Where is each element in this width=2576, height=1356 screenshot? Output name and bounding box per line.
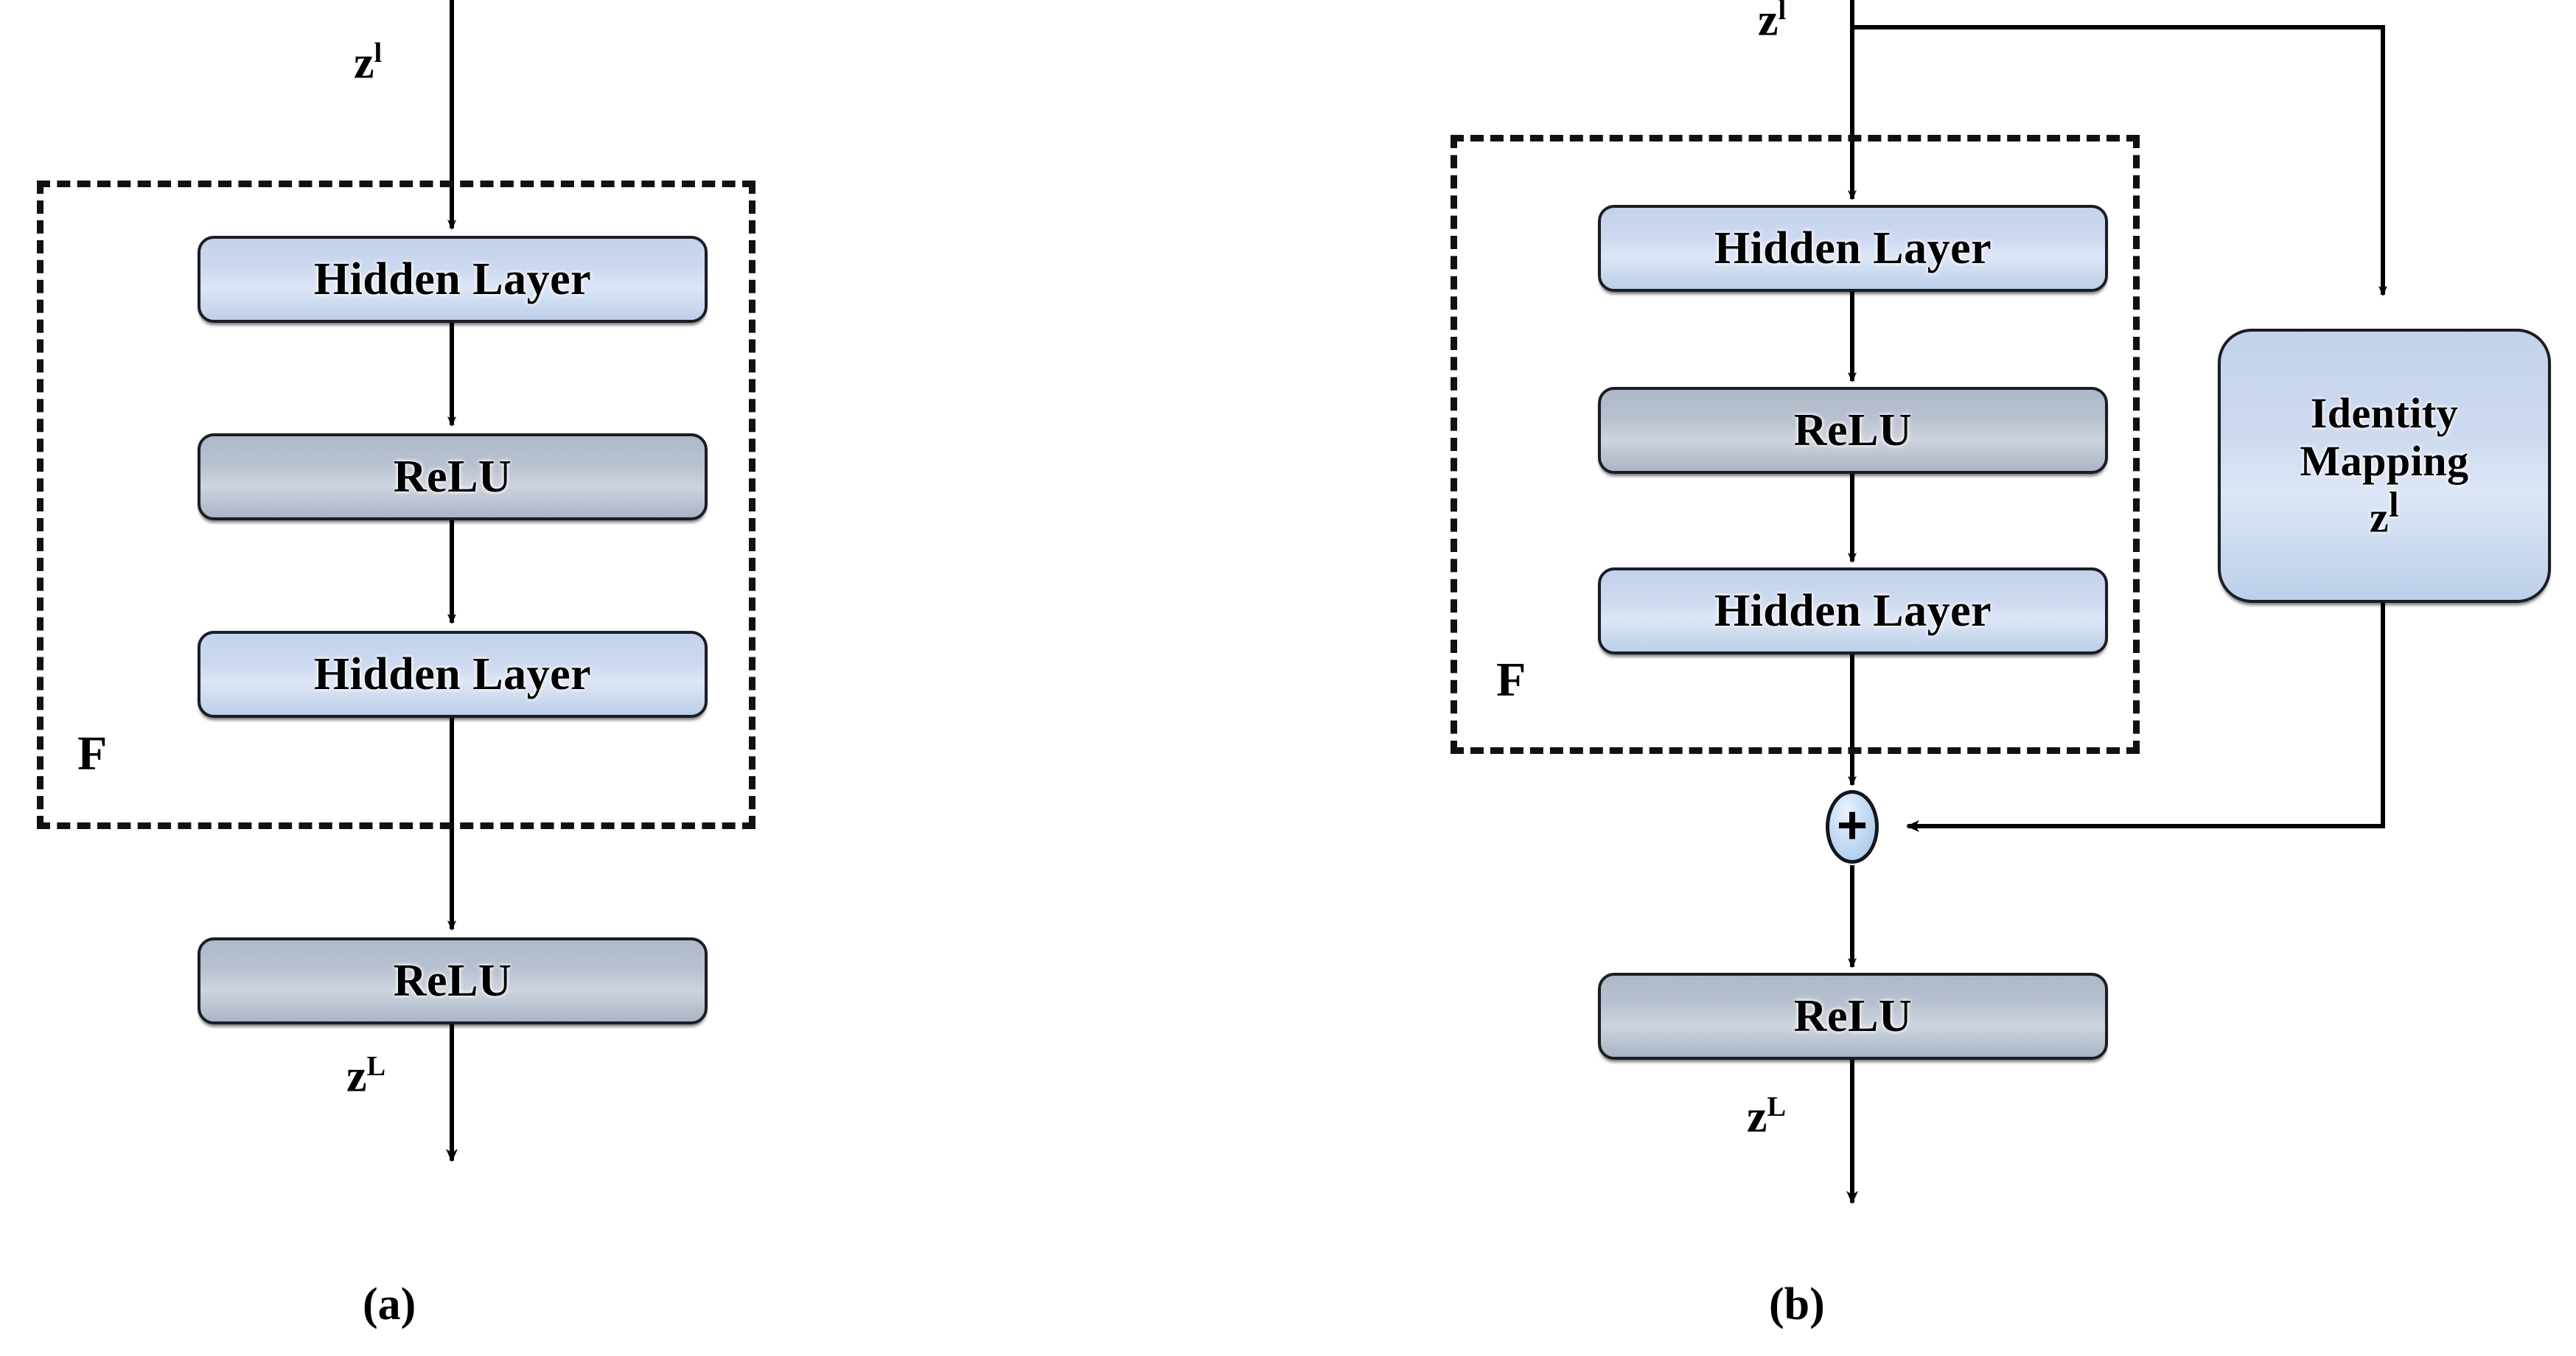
- panel-a-node-hidden-layer-2[interactable]: Hidden Layer: [198, 631, 708, 718]
- panel-b-residual-group-box: [1451, 135, 2140, 754]
- panel-b-output-label-base: z: [1747, 1091, 1767, 1142]
- panel-a-node-relu-2-label: ReLU: [393, 955, 512, 1006]
- panel-b-identity-mapping-box[interactable]: Identity Mapping zl: [2218, 329, 2551, 603]
- panel-b-output-label-sup: L: [1767, 1091, 1787, 1122]
- panel-a-node-hidden-layer-1[interactable]: Hidden Layer: [198, 236, 708, 323]
- panel-a-input-label: zl: [354, 37, 382, 90]
- panel-a-output-label: zL: [346, 1050, 385, 1103]
- panel-b-addition-junction[interactable]: +: [1826, 790, 1879, 864]
- panel-a-input-label-sup: l: [374, 38, 383, 69]
- identity-mapping-line-2: Mapping: [2300, 437, 2469, 486]
- panel-a-caption: (a): [363, 1279, 416, 1329]
- panel-b-input-label: zl: [1758, 0, 1786, 47]
- panel-b-caption: (b): [1769, 1279, 1825, 1329]
- panel-b-node-hidden-layer-1[interactable]: Hidden Layer: [1598, 205, 2108, 292]
- panel-a-node-hidden-layer-2-label: Hidden Layer: [313, 649, 592, 699]
- panel-a-output-label-base: z: [346, 1051, 367, 1102]
- panel-a-node-relu-2[interactable]: ReLU: [198, 937, 708, 1024]
- identity-mapping-line-1: Identity: [2310, 389, 2459, 438]
- panel-a-input-label-base: z: [354, 38, 374, 88]
- panel-a-group-label: F: [77, 727, 108, 780]
- identity-mapping-line-3-base: z: [2369, 492, 2390, 541]
- panel-a-residual-group-box: [37, 181, 755, 829]
- identity-mapping-line-3-sup: l: [2389, 485, 2400, 525]
- panel-a-node-relu-1-label: ReLU: [393, 451, 512, 502]
- panel-b-node-hidden-layer-1-label: Hidden Layer: [1714, 223, 1992, 273]
- panel-b-input-label-sup: l: [1778, 0, 1787, 26]
- panel-a-node-relu-1[interactable]: ReLU: [198, 433, 708, 520]
- panel-b-node-hidden-layer-2[interactable]: Hidden Layer: [1598, 567, 2108, 654]
- panel-b-input-label-base: z: [1758, 0, 1779, 46]
- panel-b-node-relu-2[interactable]: ReLU: [1598, 973, 2108, 1060]
- identity-mapping-line-3: zl: [2370, 486, 2399, 541]
- panel-b-node-hidden-layer-2-label: Hidden Layer: [1714, 585, 1992, 636]
- panel-a-output-label-sup: L: [366, 1051, 386, 1082]
- panel-b-node-relu-1[interactable]: ReLU: [1598, 387, 2108, 474]
- panel-a-node-hidden-layer-1-label: Hidden Layer: [313, 254, 592, 304]
- panel-b-node-relu-1-label: ReLU: [1793, 405, 1913, 455]
- panel-b-group-label: F: [1496, 653, 1526, 707]
- panel-b-output-label: zL: [1747, 1091, 1786, 1144]
- panel-b-node-relu-2-label: ReLU: [1793, 990, 1913, 1041]
